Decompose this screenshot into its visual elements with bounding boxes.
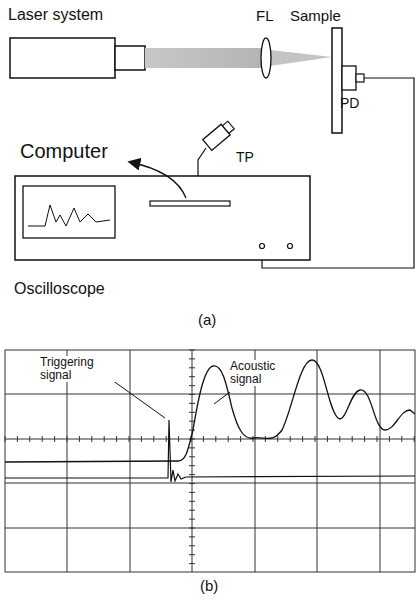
signal-label: Triggering signal [38,356,116,382]
input-terminal [288,244,293,249]
input-terminal [260,244,265,249]
signal-label: Acoustic signal [228,360,294,386]
leader-line [112,380,165,418]
node-label: Oscilloscope [14,280,105,298]
part-label: FL [256,8,274,25]
part-label: Sample [290,8,341,25]
leader-line [214,392,230,404]
laser-system: Laser system [8,6,103,24]
laser-body [10,38,115,78]
screen-trace [28,205,110,226]
focusing-lens [261,38,271,78]
data-port [150,201,230,206]
photodetector [342,66,356,90]
photodetector-pin [356,74,364,82]
oscilloscope-case [15,176,310,260]
oscilloscope: Oscilloscope [14,280,105,298]
part-label: Computer [20,140,108,162]
part-label: TP [236,150,254,165]
trigger-trace [5,420,415,482]
oscilloscope-screen [23,186,115,238]
part-label: PD [340,96,359,111]
sample-plate [332,28,342,133]
panel-label: (b) [200,578,218,595]
trigger-probe [203,120,236,151]
laser-head [115,46,145,70]
laser-beam [145,48,262,68]
node-label: Laser system [8,6,103,24]
axis-ticks [5,350,414,564]
computer-arrow [130,162,186,198]
panel-label: (a) [198,312,216,329]
scope-grid [5,350,415,572]
focused-beam [270,50,332,66]
